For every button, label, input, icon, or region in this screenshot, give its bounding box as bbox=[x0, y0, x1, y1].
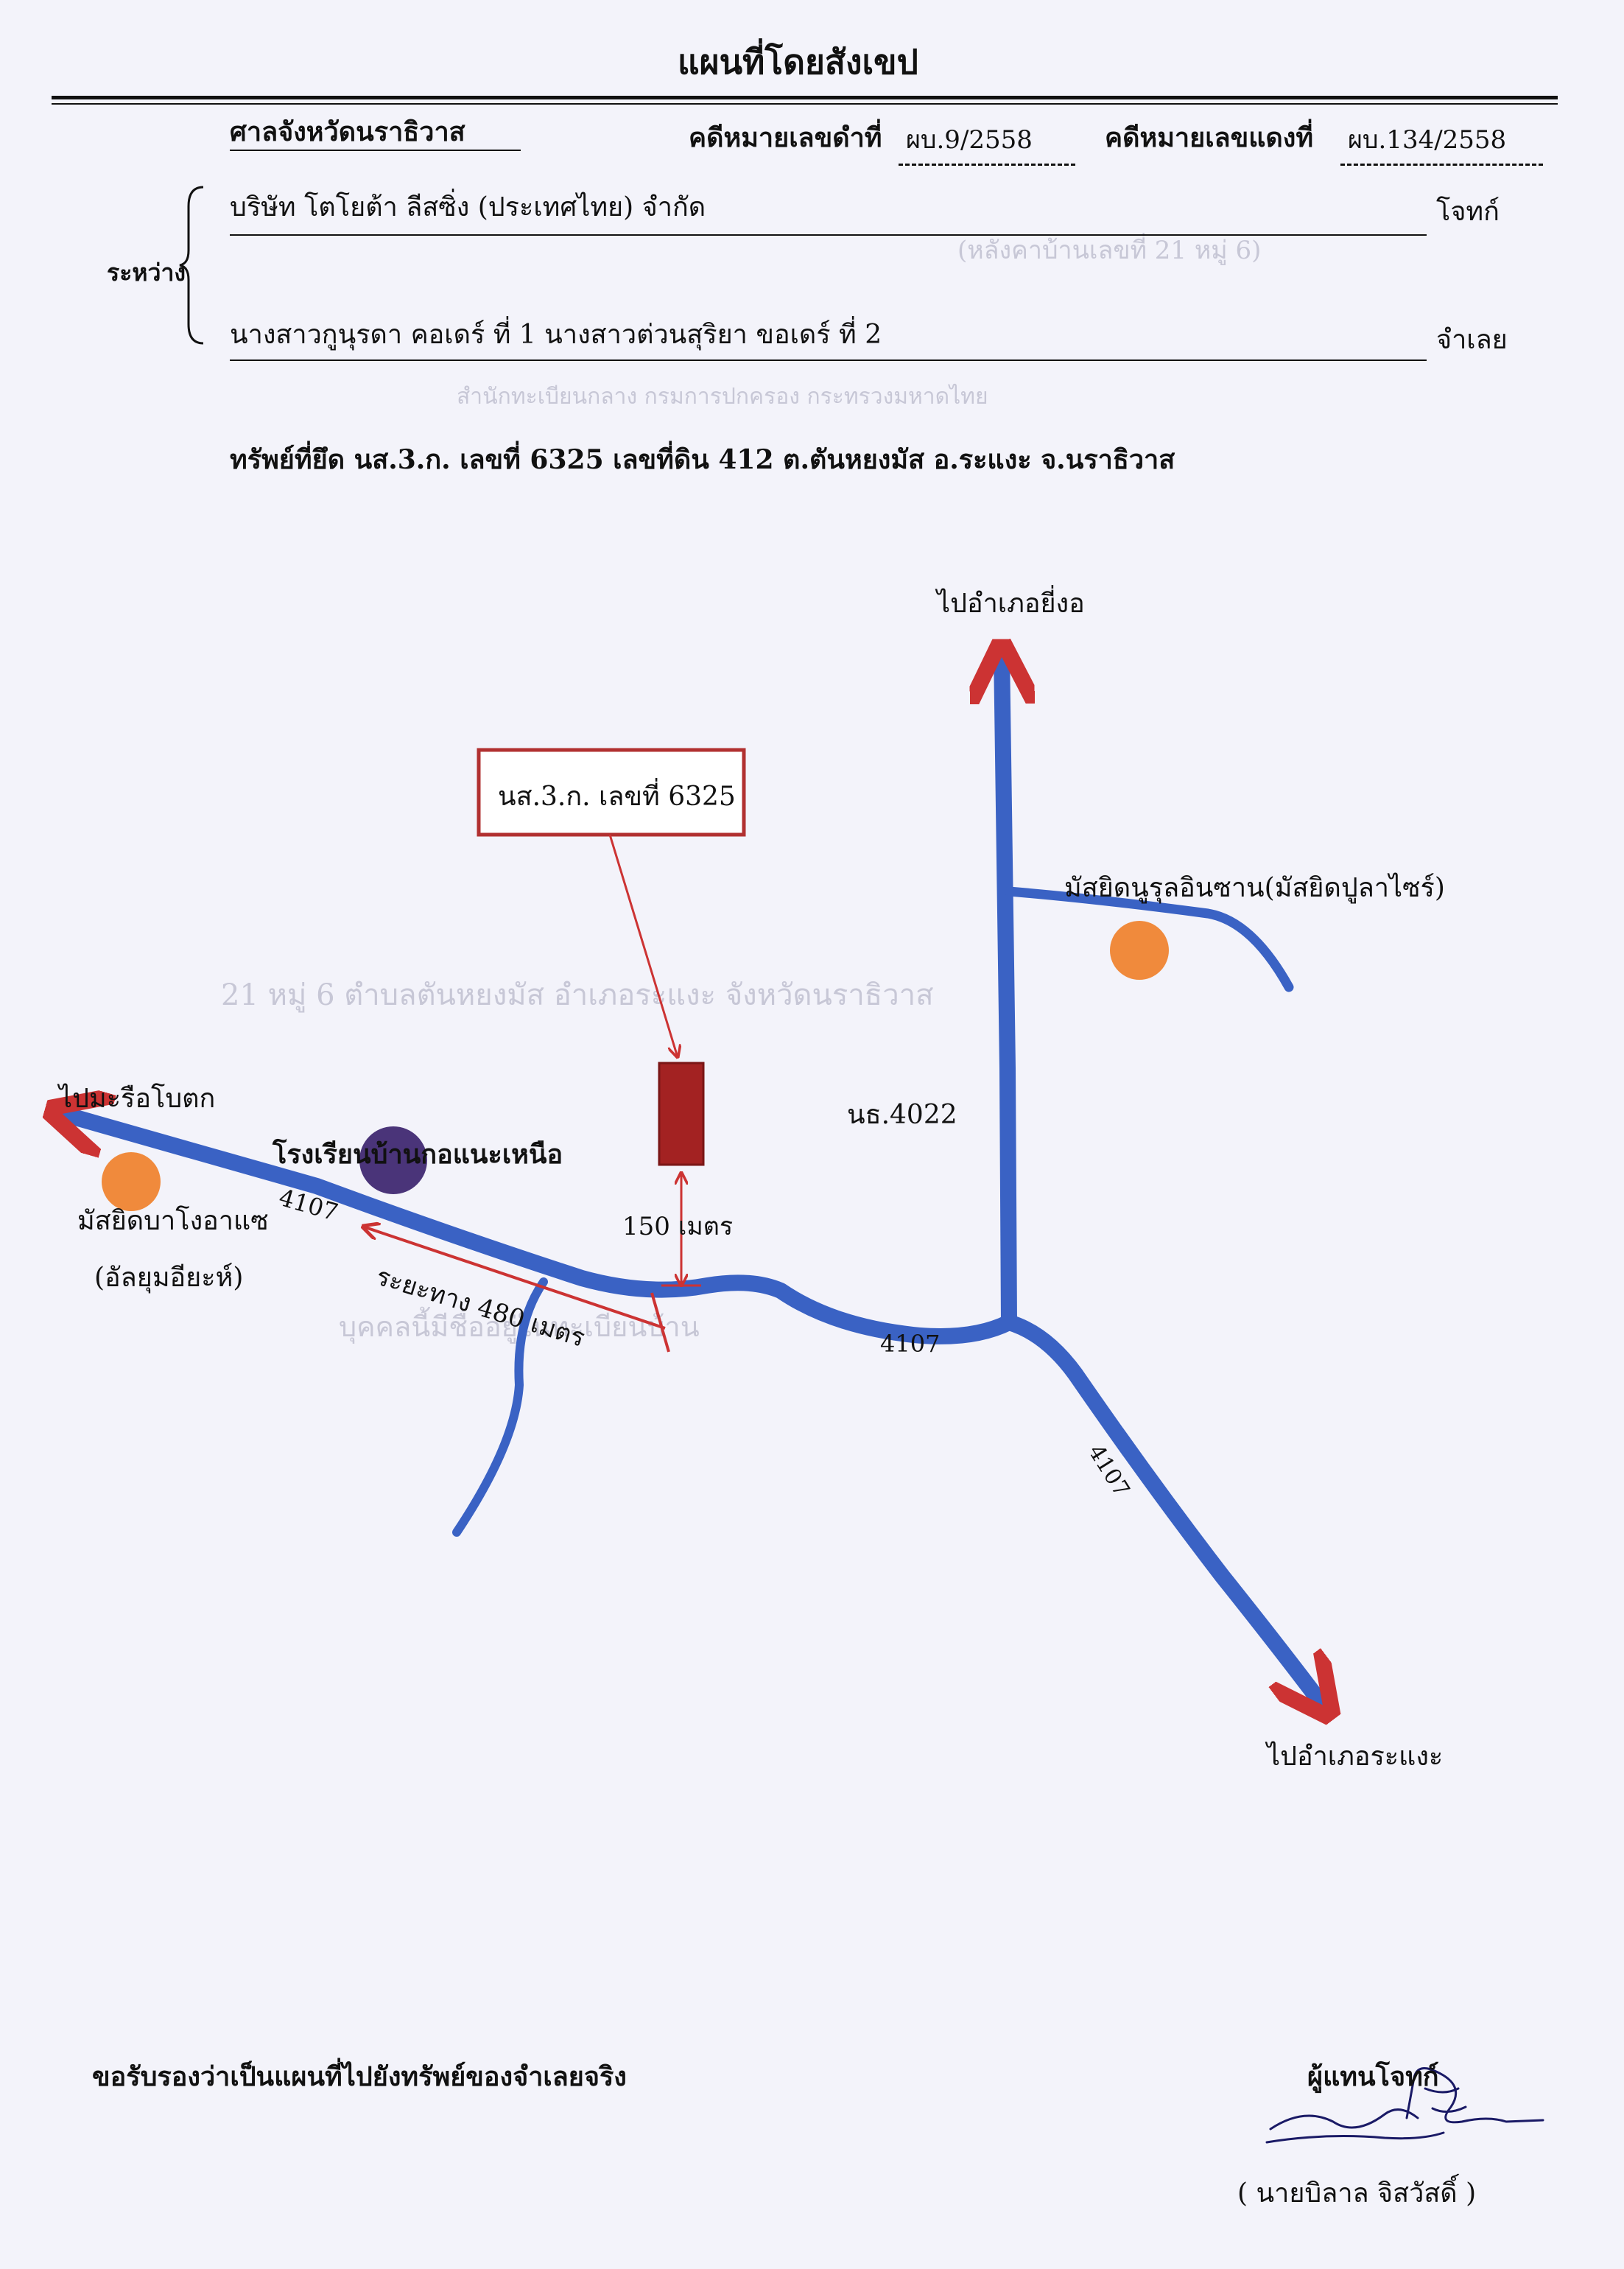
road-4107-west bbox=[57, 1112, 1017, 1344]
road-4107-label-center: 4107 bbox=[880, 1330, 941, 1358]
red-case-label: คดีหมายเลขแดงที่ bbox=[1105, 122, 1314, 153]
plaintiff-underline bbox=[230, 234, 1427, 236]
background-text-1: (หลังคาบ้านเลขที่ 21 หมู่ 6) bbox=[957, 236, 1262, 265]
to-ra-ngae-label: ไปอำเภอระแงะ bbox=[1267, 1742, 1444, 1772]
between-label: ระหว่าง bbox=[107, 259, 186, 287]
school-label: โรงเรียนบ้านกอแนะเหนือ bbox=[273, 1139, 563, 1170]
signature bbox=[1265, 2067, 1544, 2144]
seized-property: ทรัพย์ที่ยึด นส.3.ก. เลขที่ 6325 เลขที่ด… bbox=[230, 444, 1175, 475]
road-branch-mosque bbox=[1004, 886, 1294, 992]
signer-role: ผู้แทนโจทก์ bbox=[1307, 2061, 1439, 2092]
callout-box bbox=[477, 748, 746, 837]
title-rule bbox=[52, 96, 1558, 99]
road-4022-north bbox=[1002, 652, 1009, 1330]
red-case-underline bbox=[1340, 164, 1543, 166]
defendant-role: จำเลย bbox=[1436, 325, 1508, 355]
black-case-number: ผบ.9/2558 bbox=[906, 125, 1033, 155]
to-rueso-label: ไปมะรือโบตก bbox=[59, 1084, 216, 1114]
distance-150m-label: 150 เมตร bbox=[622, 1212, 734, 1241]
road-4107-southeast bbox=[1001, 1314, 1326, 1709]
court-name: ศาลจังหวัดนราธิวาส bbox=[230, 116, 465, 147]
roads bbox=[57, 652, 1326, 1709]
mosque-noorul-label: มัสยิดนูรุลอินซาน(มัสยิดปูลาไซร์) bbox=[1064, 873, 1445, 903]
school-marker bbox=[359, 1126, 427, 1194]
defendant-underline bbox=[230, 360, 1427, 361]
callout-label: นส.3.ก. เลขที่ 6325 bbox=[498, 782, 736, 812]
black-case-label: คดีหมายเลขดำที่ bbox=[689, 122, 882, 153]
callout-pointer bbox=[608, 834, 678, 1057]
defendant-names: นางสาวกูนุรดา คอเดร์ ที่ 1 นางสาวต่วนสุร… bbox=[230, 320, 882, 350]
plaintiff-name: บริษัท โตโยต้า ลีสซิ่ง (ประเทศไทย) จำกัด bbox=[230, 192, 706, 222]
mosque-bajo-label-2: (อัลยุมอียะห์) bbox=[94, 1263, 244, 1293]
between-brace bbox=[179, 186, 204, 345]
background-text-3: 21 หมู่ 6 ตำบลตันหยงมัส อำเภอระแงะ จังหว… bbox=[221, 978, 934, 1012]
mosque-bajo-marker bbox=[102, 1152, 161, 1211]
mosque-noorul-marker bbox=[1110, 921, 1169, 980]
page-title: แผนที่โดยสังเขป bbox=[678, 42, 918, 82]
dimension-480m-tick bbox=[650, 1292, 670, 1353]
title-rule-thin bbox=[52, 103, 1558, 105]
red-case-number: ผบ.134/2558 bbox=[1348, 125, 1507, 155]
black-case-underline bbox=[899, 164, 1075, 166]
to-yi-ngo-label: ไปอำเภอยี่งอ bbox=[937, 589, 1085, 619]
road-4022-label: นธ.4022 bbox=[847, 1100, 957, 1130]
road-branch-south bbox=[452, 1277, 548, 1537]
parcel-6325 bbox=[658, 1062, 705, 1166]
dimension-480m bbox=[363, 1227, 666, 1330]
certification-text: ขอรับรองว่าเป็นแผนที่ไปยังทรัพย์ของจำเลย… bbox=[92, 2061, 627, 2092]
plaintiff-role: โจทก์ bbox=[1436, 197, 1500, 227]
mosque-bajo-label: มัสยิดบาโงอาแซ bbox=[77, 1206, 269, 1236]
court-underline bbox=[230, 150, 521, 151]
background-text-2: สำนักทะเบียนกลาง กรมการปกครอง กระทรวงมหา… bbox=[457, 384, 988, 410]
signer-name: ( นายบิลาล จิสวัสดิ์ ) bbox=[1237, 2178, 1477, 2209]
